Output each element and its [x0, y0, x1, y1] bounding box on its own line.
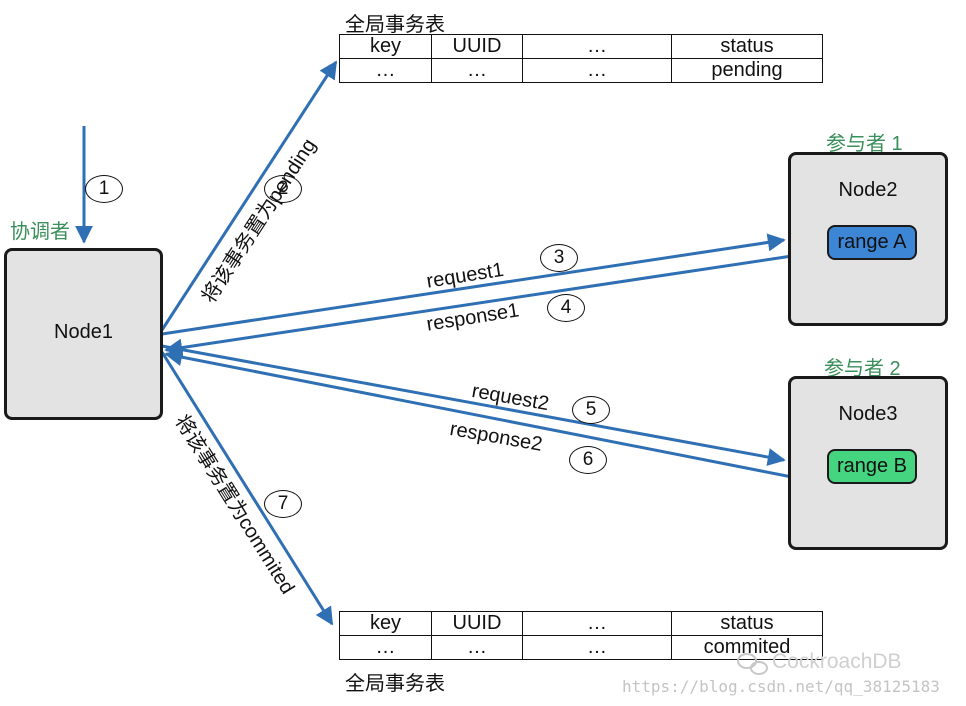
- arrow-response1: [164, 254, 793, 357]
- coordinator-node: Node1: [4, 248, 163, 420]
- table-cell: …: [339, 58, 432, 83]
- table-row: … … … commited: [339, 635, 823, 660]
- participant2-node: Node3 range B: [788, 376, 948, 550]
- watermark-brand: CockroachDB: [772, 650, 902, 673]
- table-cell: …: [522, 611, 672, 636]
- participant2-role-label: 参与者 2: [824, 358, 901, 380]
- arrow-request2: [161, 344, 786, 466]
- table-cell: …: [431, 635, 523, 660]
- step-5-marker: 5: [572, 396, 610, 424]
- step-6-marker: 6: [569, 446, 607, 474]
- table-cell: UUID: [431, 611, 523, 636]
- table-cell: …: [522, 58, 672, 83]
- table-cell: UUID: [431, 34, 523, 59]
- arrow-request1: [161, 233, 786, 336]
- step-3-marker: 3: [540, 244, 578, 272]
- range-b-badge: range B: [827, 449, 917, 484]
- arrow-response2: [164, 348, 793, 479]
- table-cell: …: [339, 635, 432, 660]
- node-name: Node2: [838, 179, 898, 201]
- bottom-transaction-table: key UUID … status … … … commited: [339, 611, 823, 660]
- node-name: Node1: [54, 321, 113, 343]
- step-4-marker: 4: [547, 294, 585, 322]
- node-name: Node3: [838, 403, 898, 425]
- top-transaction-table: key UUID … status … … … pending: [339, 34, 823, 83]
- step-1-marker: 1: [85, 175, 123, 203]
- table-cell: key: [339, 611, 432, 636]
- table-cell: pending: [671, 58, 823, 83]
- coordinator-role-label: 协调者: [10, 221, 70, 243]
- table-header-row: key UUID … status: [339, 611, 823, 636]
- table-cell: …: [522, 635, 672, 660]
- step-2-marker: 2: [264, 175, 302, 203]
- participant1-role-label: 参与者 1: [826, 133, 903, 155]
- wechat-icon: [737, 653, 768, 675]
- top-table-title: 全局事务表: [345, 14, 445, 36]
- participant1-node: Node2 range A: [788, 152, 948, 326]
- table-cell: commited: [671, 635, 823, 660]
- table-cell: …: [431, 58, 523, 83]
- arrow-set-pending: [160, 60, 338, 331]
- table-row: … … … pending: [339, 58, 823, 83]
- watermark-url: https://blog.csdn.net/qq_38125183: [622, 677, 940, 696]
- table-cell: status: [671, 611, 823, 636]
- range-a-badge: range A: [827, 225, 917, 260]
- step-7-marker: 7: [264, 490, 302, 518]
- bottom-table-title: 全局事务表: [345, 673, 445, 695]
- arrow-set-commited: [160, 351, 334, 626]
